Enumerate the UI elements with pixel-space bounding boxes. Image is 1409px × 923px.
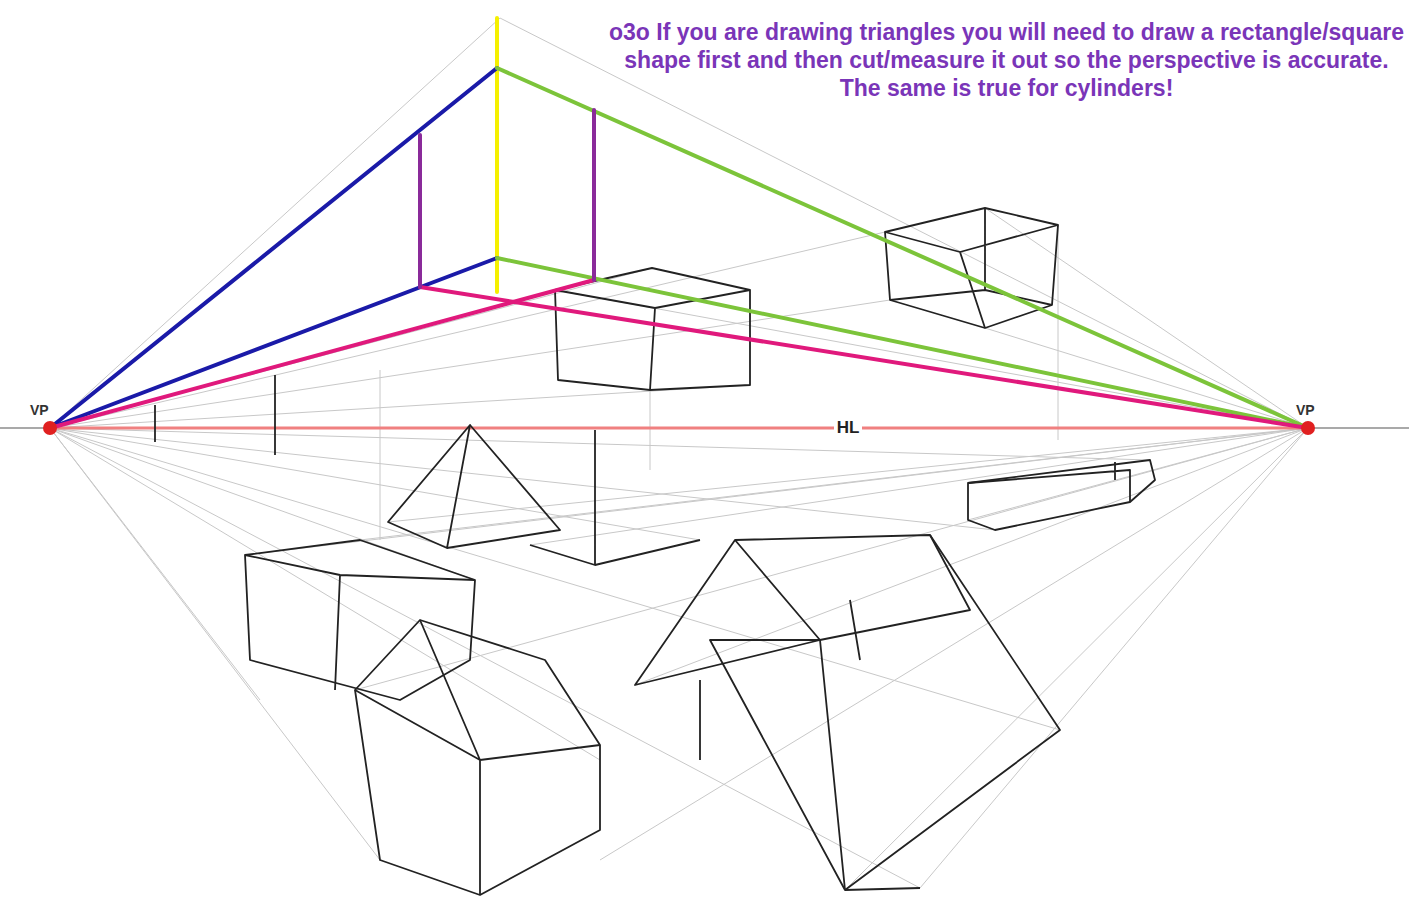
note-text: o3o If you are drawing triangles you wil… — [609, 18, 1404, 102]
vanishing-point-label: VP — [1296, 402, 1336, 418]
vanishing-point-label: VP — [30, 402, 70, 418]
horizon-line-label: HL — [834, 418, 863, 438]
